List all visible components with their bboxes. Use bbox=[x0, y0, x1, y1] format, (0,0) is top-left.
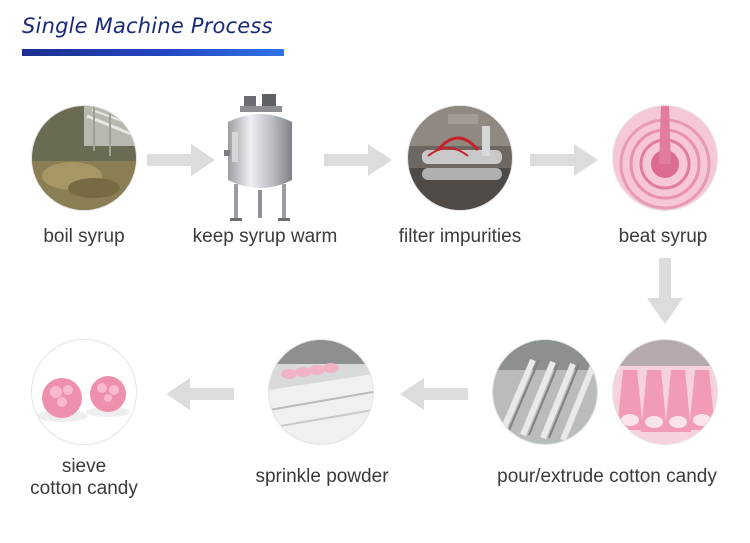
powder-tray-icon bbox=[269, 340, 373, 444]
step-sieve-label-line2: cotton candy bbox=[30, 478, 138, 499]
extruder-icon bbox=[613, 340, 717, 444]
title-underline bbox=[22, 49, 284, 56]
step-filter-image bbox=[408, 106, 512, 210]
arrow-right-icon bbox=[530, 144, 598, 176]
step-extrude-label: pour/extrude cotton candy bbox=[497, 466, 717, 487]
arrow-right-icon bbox=[324, 144, 392, 176]
step-beat-syrup-image bbox=[613, 106, 717, 210]
step-beat-syrup-label: beat syrup bbox=[618, 226, 708, 247]
step-filter-label: filter impurities bbox=[398, 226, 522, 247]
step-extrude-image-right bbox=[613, 340, 717, 444]
step-keep-warm-label: keep syrup warm bbox=[192, 226, 338, 247]
arrow-right-icon bbox=[147, 144, 215, 176]
page-title: Single Machine Process bbox=[22, 14, 273, 38]
step-sprinkle-image bbox=[269, 340, 373, 444]
arrow-left-icon bbox=[166, 378, 234, 410]
pink-syrup-swirl-icon bbox=[613, 106, 717, 210]
syrup-pot-icon bbox=[32, 106, 136, 210]
cotton-candy-icon bbox=[32, 340, 136, 444]
arrow-left-icon bbox=[400, 378, 468, 410]
arrow-down-icon bbox=[647, 258, 683, 324]
step-boil-syrup-image bbox=[32, 106, 136, 210]
filter-machine-icon bbox=[408, 106, 512, 210]
step-extrude-image-left bbox=[493, 340, 597, 444]
step-sieve-label-line1: sieve bbox=[61, 456, 107, 477]
step-boil-syrup-label: boil syrup bbox=[43, 226, 125, 247]
step-keep-warm-image bbox=[210, 92, 310, 222]
step-sieve-image bbox=[32, 340, 136, 444]
stainless-tank-icon bbox=[224, 94, 292, 221]
extruder-icon bbox=[493, 340, 597, 444]
step-sprinkle-label: sprinkle powder bbox=[255, 466, 389, 487]
